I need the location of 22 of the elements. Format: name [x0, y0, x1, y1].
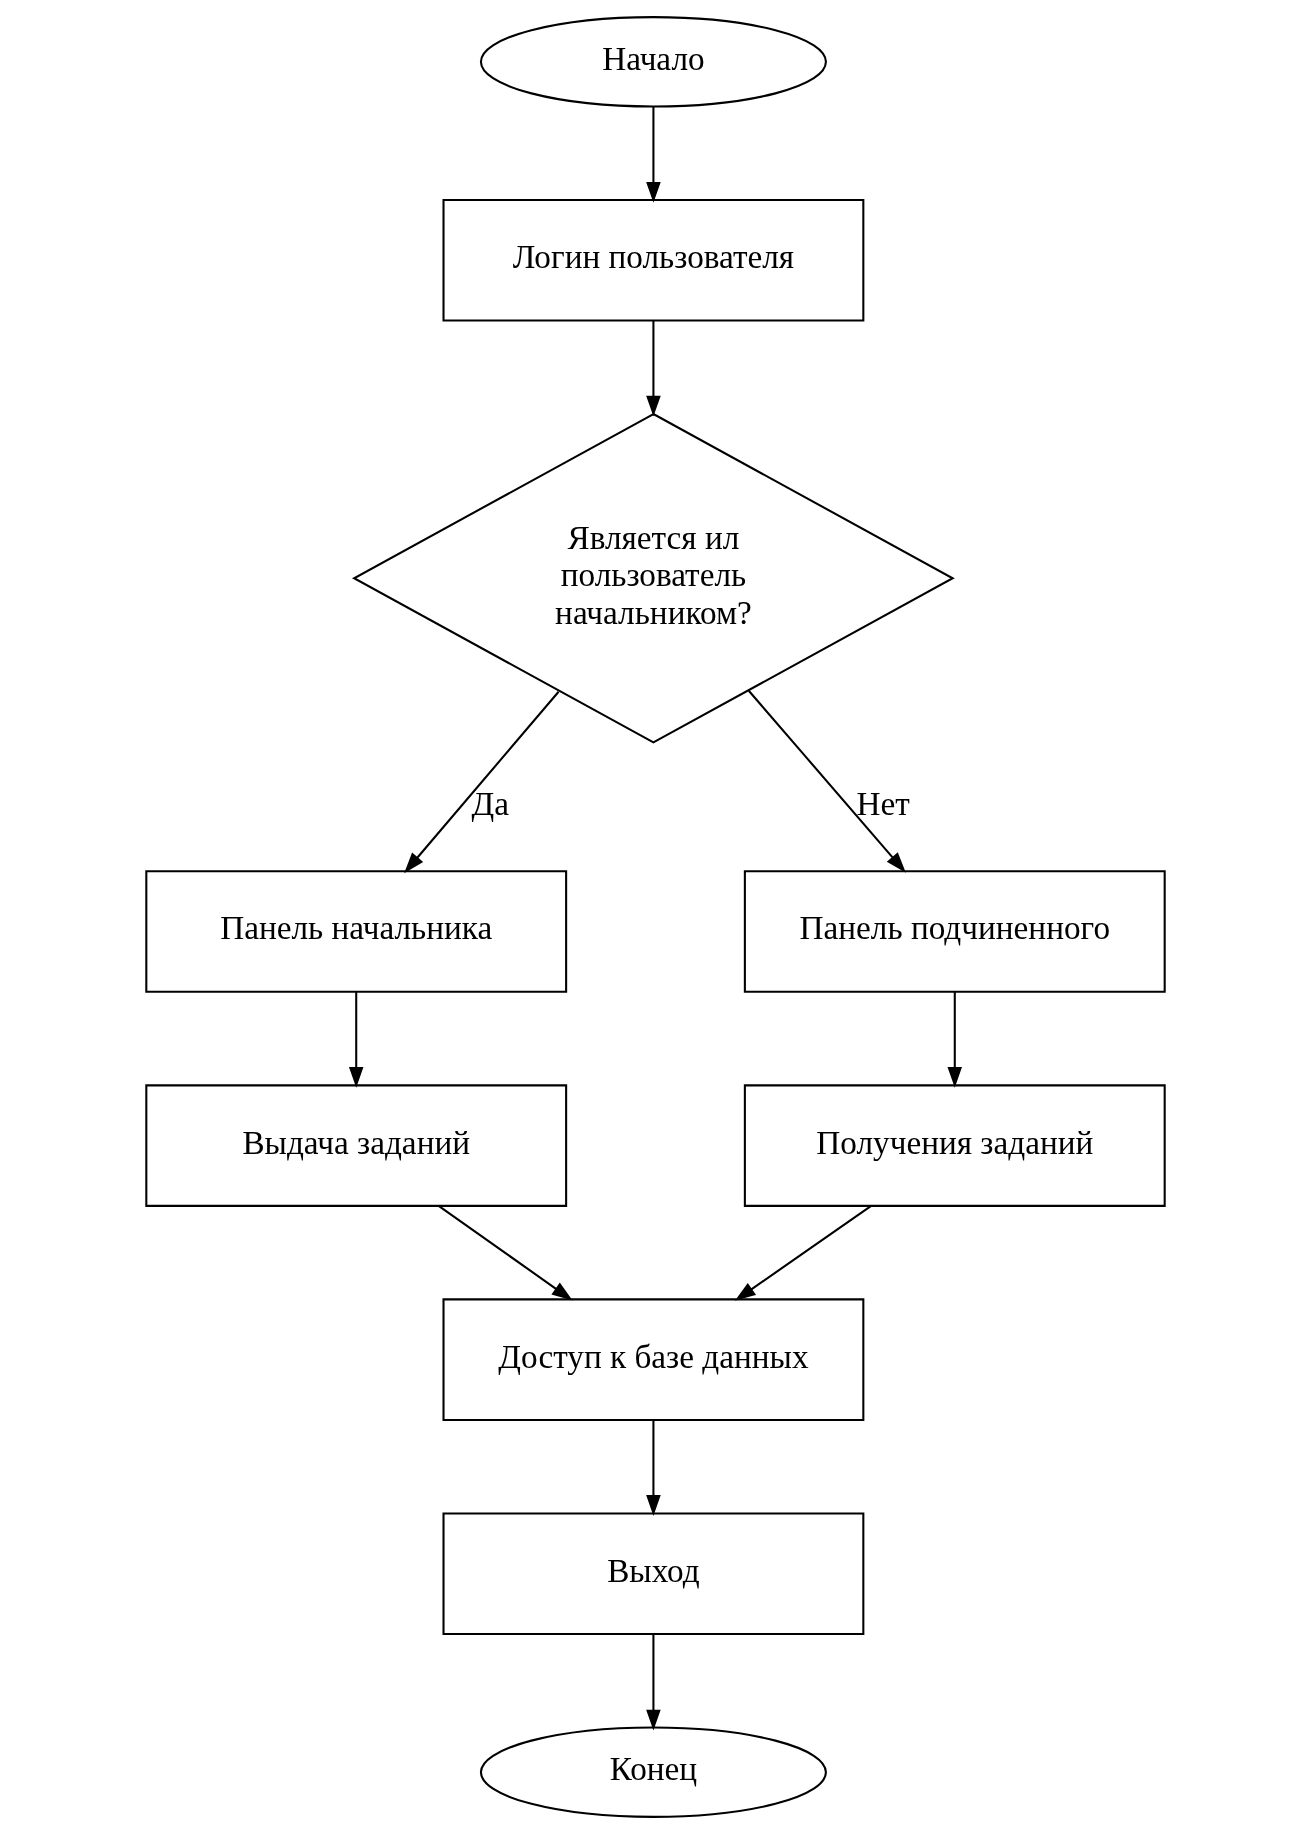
arrow — [348, 992, 364, 1088]
arrow — [646, 1420, 661, 1516]
node-ellipse: Конец — [479, 1726, 827, 1818]
node-box: Логин пользователя — [442, 198, 865, 322]
arrow — [646, 107, 661, 203]
edge-label: Нет — [856, 784, 910, 822]
node-box: Панель начальника — [145, 870, 568, 993]
node-box: Панель подчиненного — [743, 870, 1166, 993]
node-ellipse: Начало — [479, 16, 827, 108]
edge-label: Да — [471, 784, 509, 822]
node-box: Выдача заданий — [145, 1084, 568, 1207]
arrow — [748, 690, 906, 873]
node-diamond: Является ил пользователь начальником? — [351, 412, 955, 744]
arrow — [947, 992, 963, 1088]
node-box: Доступ к базе данных — [442, 1298, 865, 1421]
node-box: Выход — [442, 1512, 865, 1636]
arrow — [404, 691, 560, 874]
arrow — [734, 1205, 872, 1301]
arrow — [646, 1634, 661, 1731]
node-box: Получения заданий — [743, 1084, 1166, 1207]
arrow — [646, 320, 661, 417]
arrow — [438, 1205, 573, 1301]
